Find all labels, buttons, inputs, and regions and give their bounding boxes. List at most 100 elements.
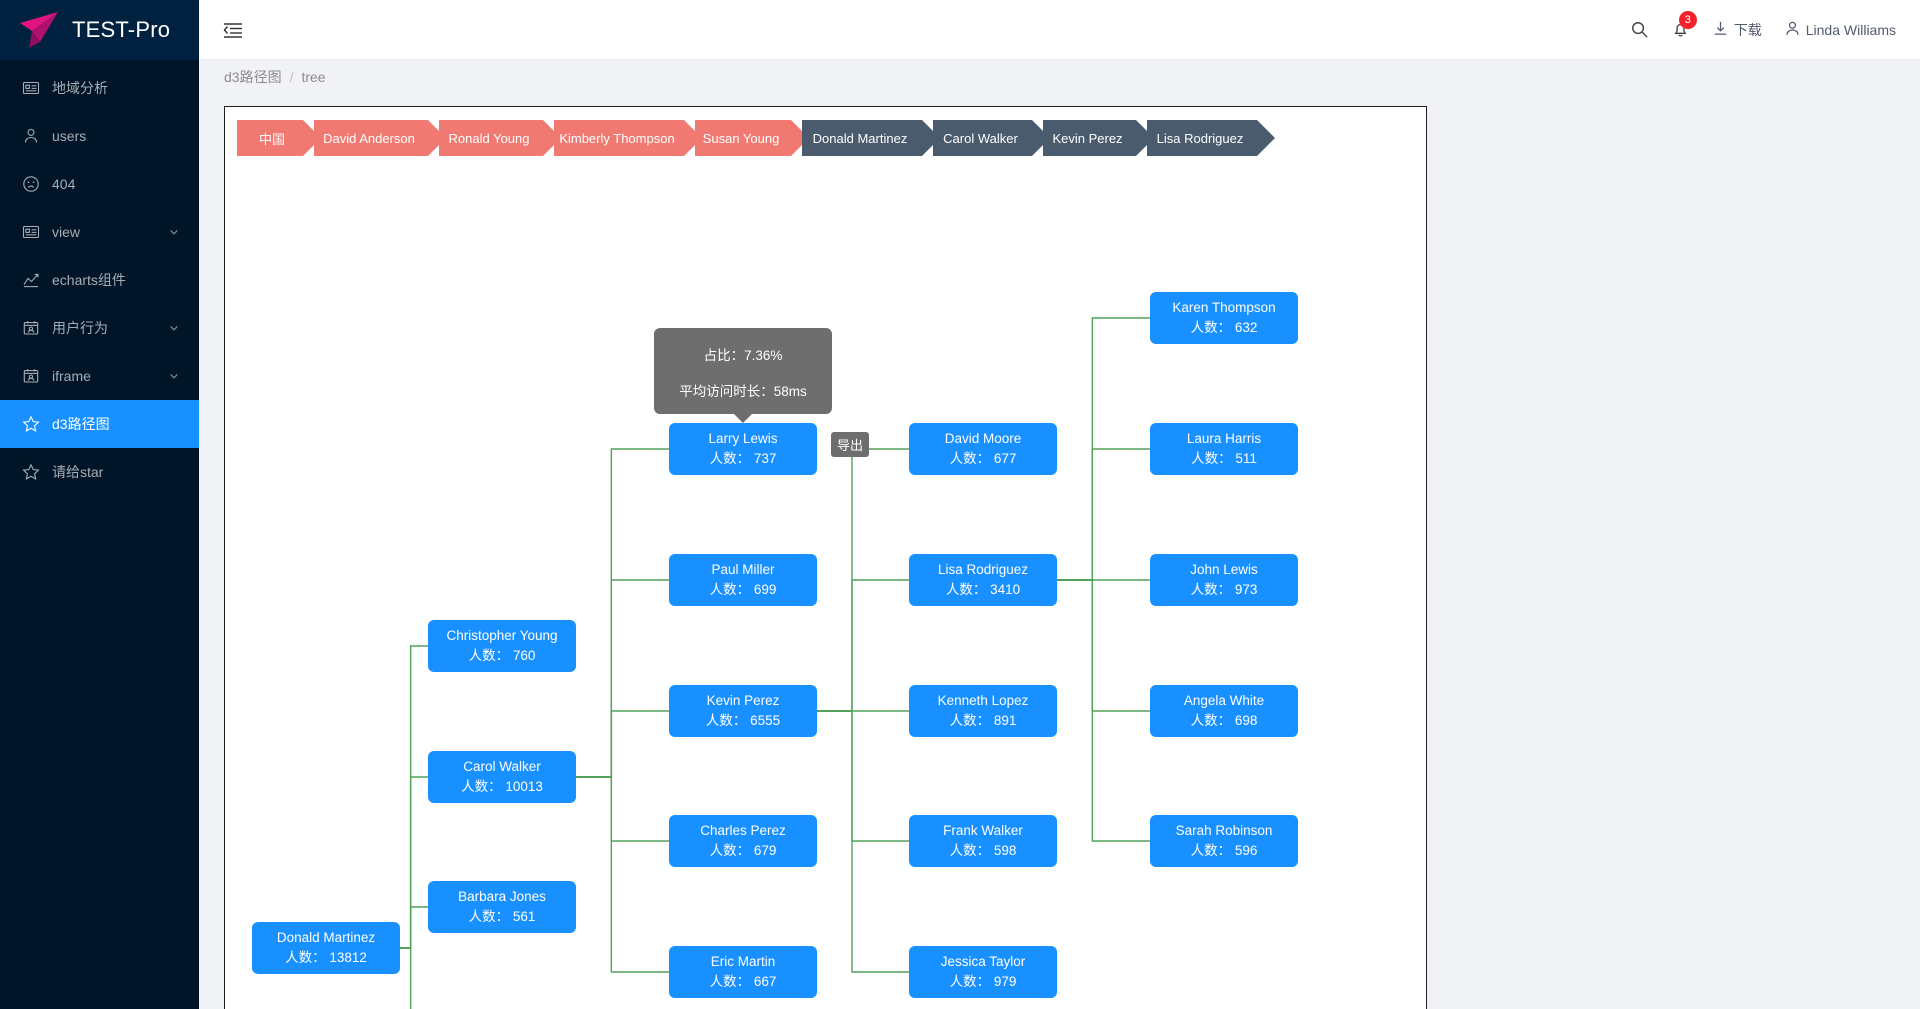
tree-node[interactable]: John Lewis 人数： 973 — [1150, 554, 1298, 606]
sidebar-item-请给star[interactable]: 请给star — [0, 448, 199, 496]
export-button[interactable]: 导出 — [831, 432, 870, 457]
tree-node-name: Barbara Jones — [458, 888, 546, 904]
tooltip-row: 平均访问时长：58ms — [679, 383, 807, 399]
sidebar-item-label: 地域分析 — [52, 80, 108, 96]
tree-node[interactable]: Angela White 人数： 698 — [1150, 685, 1298, 737]
tree-node-name: Eric Martin — [710, 953, 776, 969]
id-card-icon — [22, 79, 40, 97]
path-step[interactable]: Kevin Perez — [1043, 120, 1154, 156]
tree-node-name: Sarah Robinson — [1175, 822, 1273, 838]
tree-node-name: Donald Martinez — [276, 929, 376, 945]
brand-name: TEST-Pro — [72, 17, 171, 42]
sidebar-item-iframe[interactable]: iframe — [0, 352, 199, 400]
tree-node-value: 人数： 667 — [709, 974, 777, 989]
download-button[interactable]: 下载 — [1712, 20, 1762, 40]
breadcrumb-separator: / — [289, 69, 294, 85]
search-icon[interactable] — [1630, 20, 1649, 39]
sidebar-item-echarts组件[interactable]: echarts组件 — [0, 256, 199, 304]
user-profile[interactable]: Linda Williams — [1784, 20, 1896, 40]
tree-node[interactable]: Charles Perez 人数： 679 — [669, 815, 817, 867]
sidebar-item-404[interactable]: 404 — [0, 160, 199, 208]
path-funnel-bar: 中国 David Anderson Ronald Young Kimberly Tho… — [237, 120, 1275, 156]
sidebar-item-users[interactable]: users — [0, 112, 199, 160]
chevron-down-icon[interactable] — [169, 224, 179, 240]
path-step[interactable]: Carol Walker — [933, 120, 1050, 156]
tree-node[interactable]: David Moore 人数： 677 — [909, 423, 1057, 475]
paper-plane-logo-icon — [18, 11, 60, 49]
tree-node-name: Karen Thompson — [1172, 299, 1276, 315]
user-icon — [1784, 20, 1801, 40]
tree-node-name: Kenneth Lopez — [937, 692, 1029, 708]
breadcrumb-root[interactable]: d3路径图 — [224, 69, 282, 85]
tree-node[interactable]: Barbara Jones 人数： 561 — [428, 881, 576, 933]
node-tooltip: 占比：7.36% 平均访问时长：58ms — [654, 328, 832, 424]
tree-node-name: John Lewis — [1190, 561, 1258, 577]
download-icon — [1712, 20, 1729, 40]
tree-node-name: Paul Miller — [711, 561, 775, 577]
sidebar-item-label: view — [52, 224, 81, 240]
frown-icon — [22, 175, 40, 193]
tree-node-value: 人数： 677 — [949, 451, 1017, 466]
tree-node-value: 人数： 679 — [709, 843, 777, 858]
sidebar-item-d3路径图[interactable]: d3路径图 — [0, 400, 199, 448]
user-icon — [22, 127, 40, 145]
chevron-down-icon[interactable] — [169, 320, 179, 336]
sidebar-menu: 地域分析 users 404 view echarts组件用户行为 iframe d3路径图… — [0, 60, 199, 496]
menu-fold-icon[interactable] — [221, 18, 245, 42]
star-icon — [22, 415, 40, 433]
path-step-label: 中国 — [259, 131, 286, 147]
tree-node-value: 人数： 973 — [1190, 582, 1258, 597]
path-step[interactable]: David Anderson — [314, 120, 446, 156]
tree-node-value: 人数： 561 — [468, 909, 536, 924]
path-step-label: David Anderson — [323, 130, 415, 146]
tree-node[interactable]: Carol Walker 人数： 10013 — [428, 751, 576, 803]
sidebar-item-label: 404 — [52, 176, 76, 192]
sidebar: TEST-Pro 地域分析 users 404 view echarts组件用户行为 if… — [0, 0, 199, 1009]
tree-node-value: 人数： 598 — [949, 843, 1017, 858]
breadcrumb-current: tree — [301, 69, 326, 85]
path-step-label: Kimberly Thompson — [559, 130, 675, 146]
brand-logo[interactable]: TEST-Pro — [0, 0, 199, 60]
id-card-icon — [22, 223, 40, 241]
sidebar-item-view[interactable]: view — [0, 208, 199, 256]
bell-icon[interactable]: 3 — [1671, 11, 1697, 39]
tree-node[interactable]: Eric Martin 人数： 667 — [669, 946, 817, 998]
tree-node-name: Charles Perez — [700, 822, 786, 838]
tree-node-name: Christopher Young — [446, 627, 558, 643]
contacts-icon — [22, 367, 40, 385]
sidebar-item-地域分析[interactable]: 地域分析 — [0, 64, 199, 112]
tooltip-row: 占比：7.36% — [703, 348, 783, 363]
sidebar-item-用户行为[interactable]: 用户行为 — [0, 304, 199, 352]
tree-node-value: 人数： 698 — [1190, 713, 1258, 728]
path-step-label: Ronald Young — [448, 130, 530, 146]
path-step[interactable]: Lisa Rodriguez — [1147, 120, 1275, 156]
tree-node-name: David Moore — [944, 430, 1022, 446]
line-chart-icon — [22, 271, 40, 289]
sidebar-item-label: iframe — [52, 368, 91, 384]
user-name: Linda Williams — [1805, 21, 1896, 38]
tree-links — [400, 317, 1150, 1009]
path-step[interactable]: 中国 — [237, 120, 321, 156]
top-header: 3 下载 Linda Williams — [199, 0, 1920, 60]
tree-node-name: Angela White — [1183, 692, 1265, 708]
path-step[interactable]: Kimberly Thompson — [554, 120, 702, 156]
sidebar-item-label: d3路径图 — [52, 416, 110, 432]
chevron-down-icon[interactable] — [169, 368, 179, 384]
tree-node-value: 人数： 10013 — [461, 779, 543, 794]
tree-node-value: 人数： 737 — [709, 451, 777, 466]
breadcrumb: d3路径图 / tree — [199, 60, 1920, 94]
tree-node-name: Carol Walker — [463, 758, 541, 774]
sidebar-item-label: echarts组件 — [52, 272, 126, 288]
